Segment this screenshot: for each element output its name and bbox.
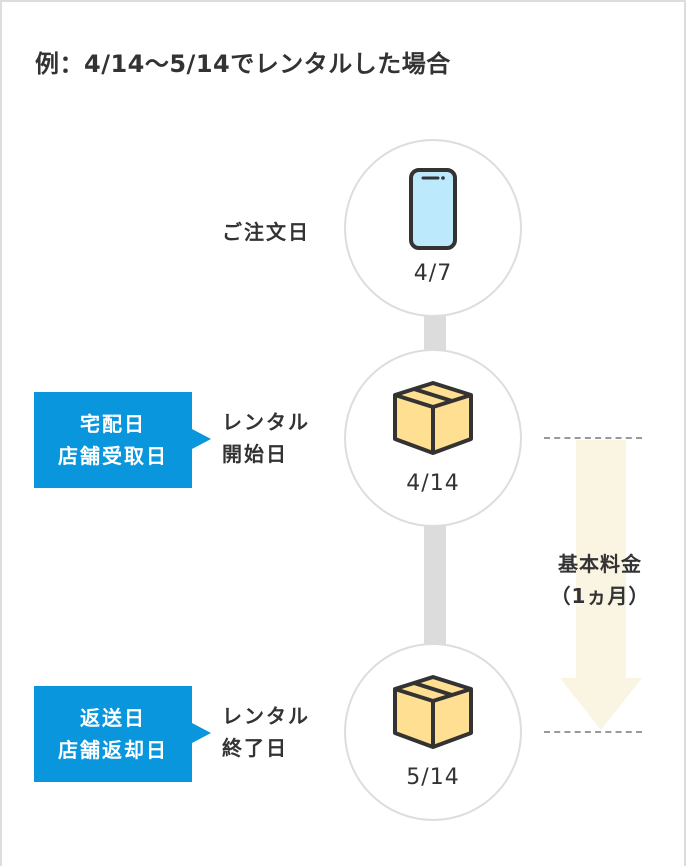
timeline-node-rental-end: 5/14 — [344, 643, 522, 821]
callout-line: 店舗受取日 — [58, 444, 168, 468]
box-icon — [393, 675, 473, 749]
node-date: 5/14 — [406, 765, 460, 790]
callout-line: 宅配日 — [80, 412, 146, 436]
label-line: 開始日 — [222, 442, 288, 466]
timeline-connector — [424, 316, 446, 352]
page-title: 例：4/14〜5/14でレンタルした場合 — [35, 50, 451, 78]
timeline-node-order: 4/7 — [344, 139, 522, 317]
period-start-dashed-line — [544, 437, 642, 439]
timeline-connector — [424, 525, 446, 645]
return-callout: 返送日 店舗返却日 — [34, 686, 211, 782]
callout-line: 店舗返却日 — [58, 738, 168, 762]
label-line: レンタル — [222, 410, 310, 434]
node-date: 4/14 — [406, 471, 460, 496]
label-line: レンタル — [222, 704, 310, 728]
smartphone-icon — [409, 168, 457, 250]
label-line: 終了日 — [222, 736, 288, 760]
callout-line: 返送日 — [80, 706, 146, 730]
timeline-node-rental-start: 4/14 — [344, 349, 522, 527]
basic-fee-label: 基本料金 （1ヵ月） — [540, 548, 660, 612]
label-line: ご注文日 — [222, 220, 310, 244]
rental-end-label: レンタル 終了日 — [222, 700, 310, 764]
period-end-dashed-line — [544, 731, 642, 733]
label-line: 基本料金 — [558, 552, 642, 576]
rental-start-label: レンタル 開始日 — [222, 406, 310, 470]
down-arrow-icon — [560, 440, 642, 730]
box-icon — [393, 381, 473, 455]
order-date-label: ご注文日 — [222, 216, 310, 248]
delivery-callout: 宅配日 店舗受取日 — [34, 392, 211, 488]
label-line: （1ヵ月） — [550, 584, 650, 608]
node-date: 4/7 — [413, 261, 453, 286]
